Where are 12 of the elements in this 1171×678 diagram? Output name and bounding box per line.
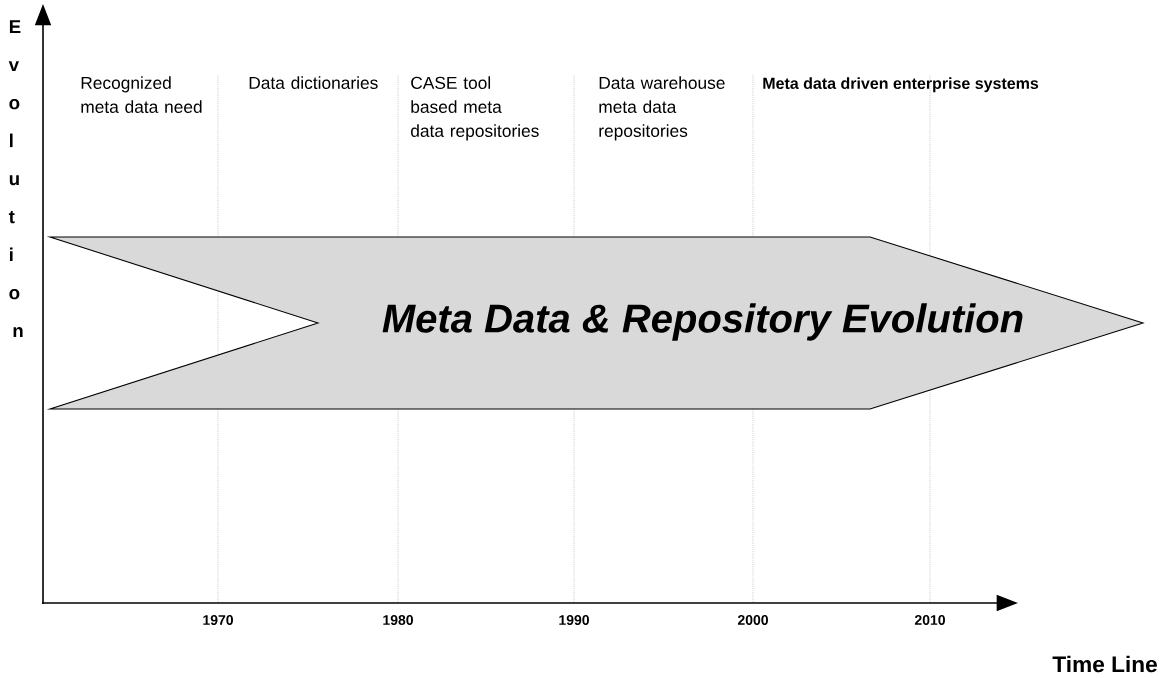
axis-title: Time Line xyxy=(1052,655,1157,673)
era-label: Data dictionaries xyxy=(249,76,378,89)
era-label: Meta data driven enterprise systems xyxy=(763,77,1039,93)
era-label: CASE tool based meta data repositories xyxy=(411,76,539,141)
year-label: 1970 xyxy=(203,615,233,625)
year-label: 1980 xyxy=(383,615,413,625)
era-label: Data warehouse meta data repositories xyxy=(599,76,725,141)
year-label: 1990 xyxy=(559,615,589,625)
axis-title: Evolution xyxy=(8,20,23,338)
era-label: Recognized meta data need xyxy=(81,76,202,113)
year-label: 2010 xyxy=(914,615,945,625)
year-label: 2000 xyxy=(737,615,768,625)
